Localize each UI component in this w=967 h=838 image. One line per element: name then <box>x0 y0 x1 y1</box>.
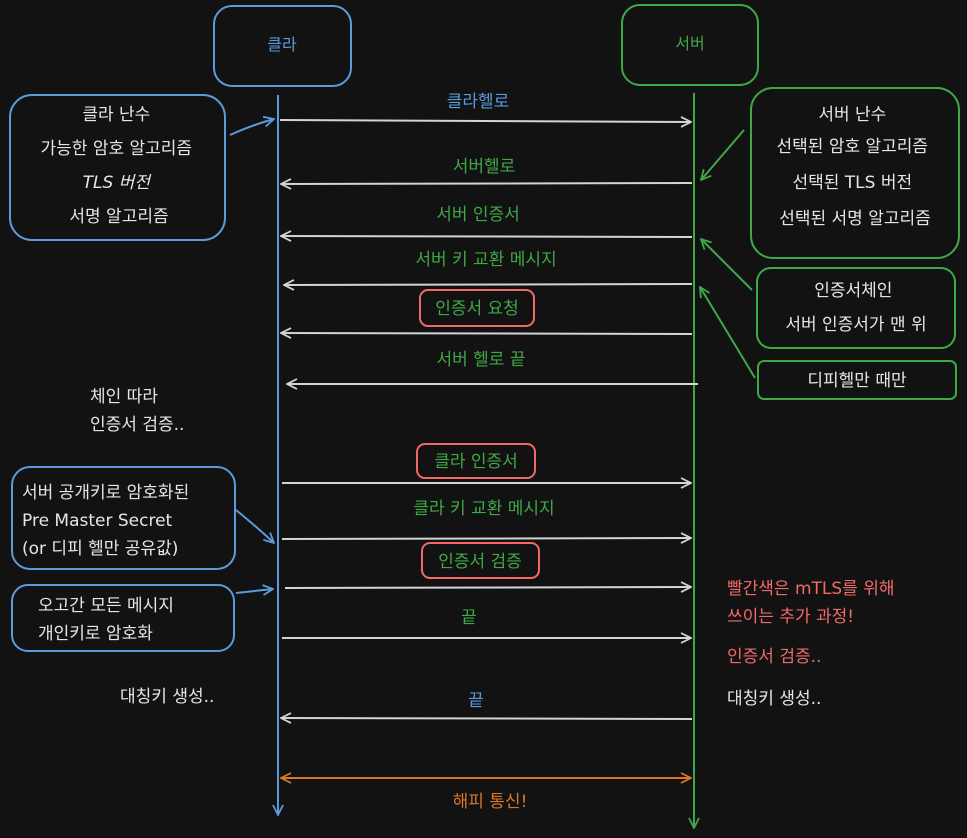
server-hello-note-line: 선택된 암호 알고리즘 <box>777 137 929 157</box>
svg-text:서버 공개키로 암호화된 Pre Master: 서버 공개키로 암호화된 Pre Master Secret (or 디피 헬만… <box>22 483 195 559</box>
message-label: 끝 <box>461 608 477 628</box>
message-server-finished: 끝 <box>281 691 693 719</box>
message-client-key-exchange: 클라 키 교환 메시지 <box>281 499 691 539</box>
message-label: 서버 키 교환 메시지 <box>415 250 556 270</box>
message-arrow <box>284 284 693 285</box>
message-cert-request: 인증서 요청 <box>281 289 693 334</box>
message-label: 서버헬로 <box>453 157 516 177</box>
server-hello-note-arrow <box>701 129 745 180</box>
premaster-note-line: (or 디피 헬만 공유값) <box>22 539 178 559</box>
svg-text:체인 따라 인증서 검증..: 체인 따라 인증서 검증.. <box>90 387 184 435</box>
server-participant-label: 서버 <box>675 34 704 53</box>
cert-chain-note: 인증서체인 서버 인증서가 맨 위 <box>756 267 956 349</box>
message-label: 클라 인증서 <box>434 452 518 472</box>
message-label: 클라헬로 <box>447 92 510 112</box>
dh-only-note: 디피헬만 때만 <box>757 360 957 400</box>
client-participant: 클라 <box>213 5 352 87</box>
message-label: 인증서 요청 <box>435 299 519 319</box>
message-arrow <box>281 183 693 184</box>
message-arrow <box>281 236 693 237</box>
client-hello-note: 클라 난수 가능한 암호 알고리즘 TLS 버전 서명 알고리즘 <box>9 94 226 241</box>
client-participant-label: 클라 <box>267 35 297 54</box>
mtls-note-line: 쓰이는 추가 과정! <box>727 607 854 627</box>
mtls-note-line: 빨간색은 mTLS를 위해 <box>727 579 895 599</box>
message-arrow <box>284 587 691 588</box>
sign-all-note-arrow <box>235 589 273 593</box>
svg-text:빨간색은 mTLS를 위해 쓰이는 추가 과정!: 빨간색은 mTLS를 위해 쓰이는 추가 과정! <box>727 579 900 627</box>
message-server-hello: 서버헬로 <box>281 157 693 184</box>
cert-chain-note-line: 인증서체인 <box>814 281 892 301</box>
message-server-hello-done: 서버 헬로 끝 <box>287 350 698 384</box>
client-hello-note-line: 가능한 암호 알고리즘 <box>41 139 193 159</box>
chain-verify-note: 체인 따라 인증서 검증.. <box>90 387 184 435</box>
message-label: 인증서 검증 <box>438 552 522 572</box>
mtls-note: 빨간색은 mTLS를 위해 쓰이는 추가 과정! <box>727 579 900 627</box>
cert-chain-note-line: 서버 인증서가 맨 위 <box>785 315 926 335</box>
message-arrow <box>281 333 693 334</box>
mtls-highlight-box <box>416 443 536 479</box>
message-happy-communication: 해피 통신! <box>281 778 691 812</box>
svg-text:클라 난수 가능한 암호 알고리즘: 클라 난수 가능한 암호 알고리즘 TLS 버전 서명 알고리즘 <box>41 105 198 227</box>
server-hello-note-line: 선택된 서명 알고리즘 <box>779 209 931 229</box>
premaster-note-line: Pre Master Secret <box>22 511 173 531</box>
dh-only-note-arrow <box>700 287 756 379</box>
svg-text:인증서체인 서버 인증서가 맨 위: 인증서체인 서버 인증서가 맨 위 <box>785 281 926 335</box>
message-client-hello: 클라헬로 <box>279 92 691 122</box>
dh-only-note-text: 디피헬만 때만 <box>807 371 907 391</box>
client-hello-note-line: TLS 버전 <box>83 173 153 193</box>
client-hello-note-line: 클라 난수 <box>82 105 150 125</box>
chain-verify-note-line: 인증서 검증.. <box>90 415 184 435</box>
message-label: 서버 헬로 끝 <box>436 350 525 370</box>
svg-text:오고간 모든 메시지 개인키로 암호화: 오고간 모든 메시지 개인키로 암호화 <box>38 596 179 644</box>
message-label: 클라 키 교환 메시지 <box>413 499 554 519</box>
message-label: 끝 <box>468 691 484 711</box>
message-server-key-exchange: 서버 키 교환 메시지 <box>284 250 693 285</box>
sign-all-note-line: 개인키로 암호화 <box>38 624 153 644</box>
server-hello-note-line: 서버 난수 <box>818 105 886 125</box>
message-label: 해피 통신! <box>453 792 528 812</box>
sign-all-note: 오고간 모든 메시지 개인키로 암호화 <box>11 584 235 652</box>
cert-chain-note-arrow <box>701 239 753 291</box>
client-hello-note-line: 서명 알고리즘 <box>69 207 168 227</box>
server-symkey-note: 대칭키 생성.. <box>727 689 821 709</box>
premaster-note-arrow <box>235 509 274 543</box>
server-cert-verify-note: 인증서 검증.. <box>727 647 821 667</box>
message-arrow <box>281 718 693 719</box>
premaster-note-line: 서버 공개키로 암호화된 <box>22 483 189 503</box>
message-arrow <box>281 538 691 539</box>
client-hello-note-arrow <box>229 119 274 136</box>
sign-all-note-line: 오고간 모든 메시지 <box>38 596 174 616</box>
server-hello-note-line: 선택된 TLS 버전 <box>792 173 912 193</box>
message-server-cert: 서버 인증서 <box>281 205 693 237</box>
svg-text:서버 난수 선택된 암호 알고리즘: 서버 난수 선택된 암호 알고리즘 선택된 TLS 버전 선택된 서명 알고리즘 <box>777 105 934 229</box>
message-label: 서버 인증서 <box>436 205 520 225</box>
client-symkey-note: 대칭키 생성.. <box>120 687 214 707</box>
server-participant: 서버 <box>621 4 759 86</box>
server-hello-note: 서버 난수 선택된 암호 알고리즘 선택된 TLS 버전 선택된 서명 알고리즘 <box>750 87 960 259</box>
message-cert-verify: 인증서 검증 <box>284 542 691 588</box>
message-client-cert: 클라 인증서 <box>282 443 691 483</box>
message-arrow <box>279 120 691 122</box>
mtls-highlight-box <box>419 289 535 327</box>
message-client-finished: 끝 <box>282 608 691 638</box>
chain-verify-note-line: 체인 따라 <box>90 387 158 407</box>
premaster-note: 서버 공개키로 암호화된 Pre Master Secret (or 디피 헬만… <box>11 466 236 570</box>
mtls-highlight-box <box>421 542 540 579</box>
